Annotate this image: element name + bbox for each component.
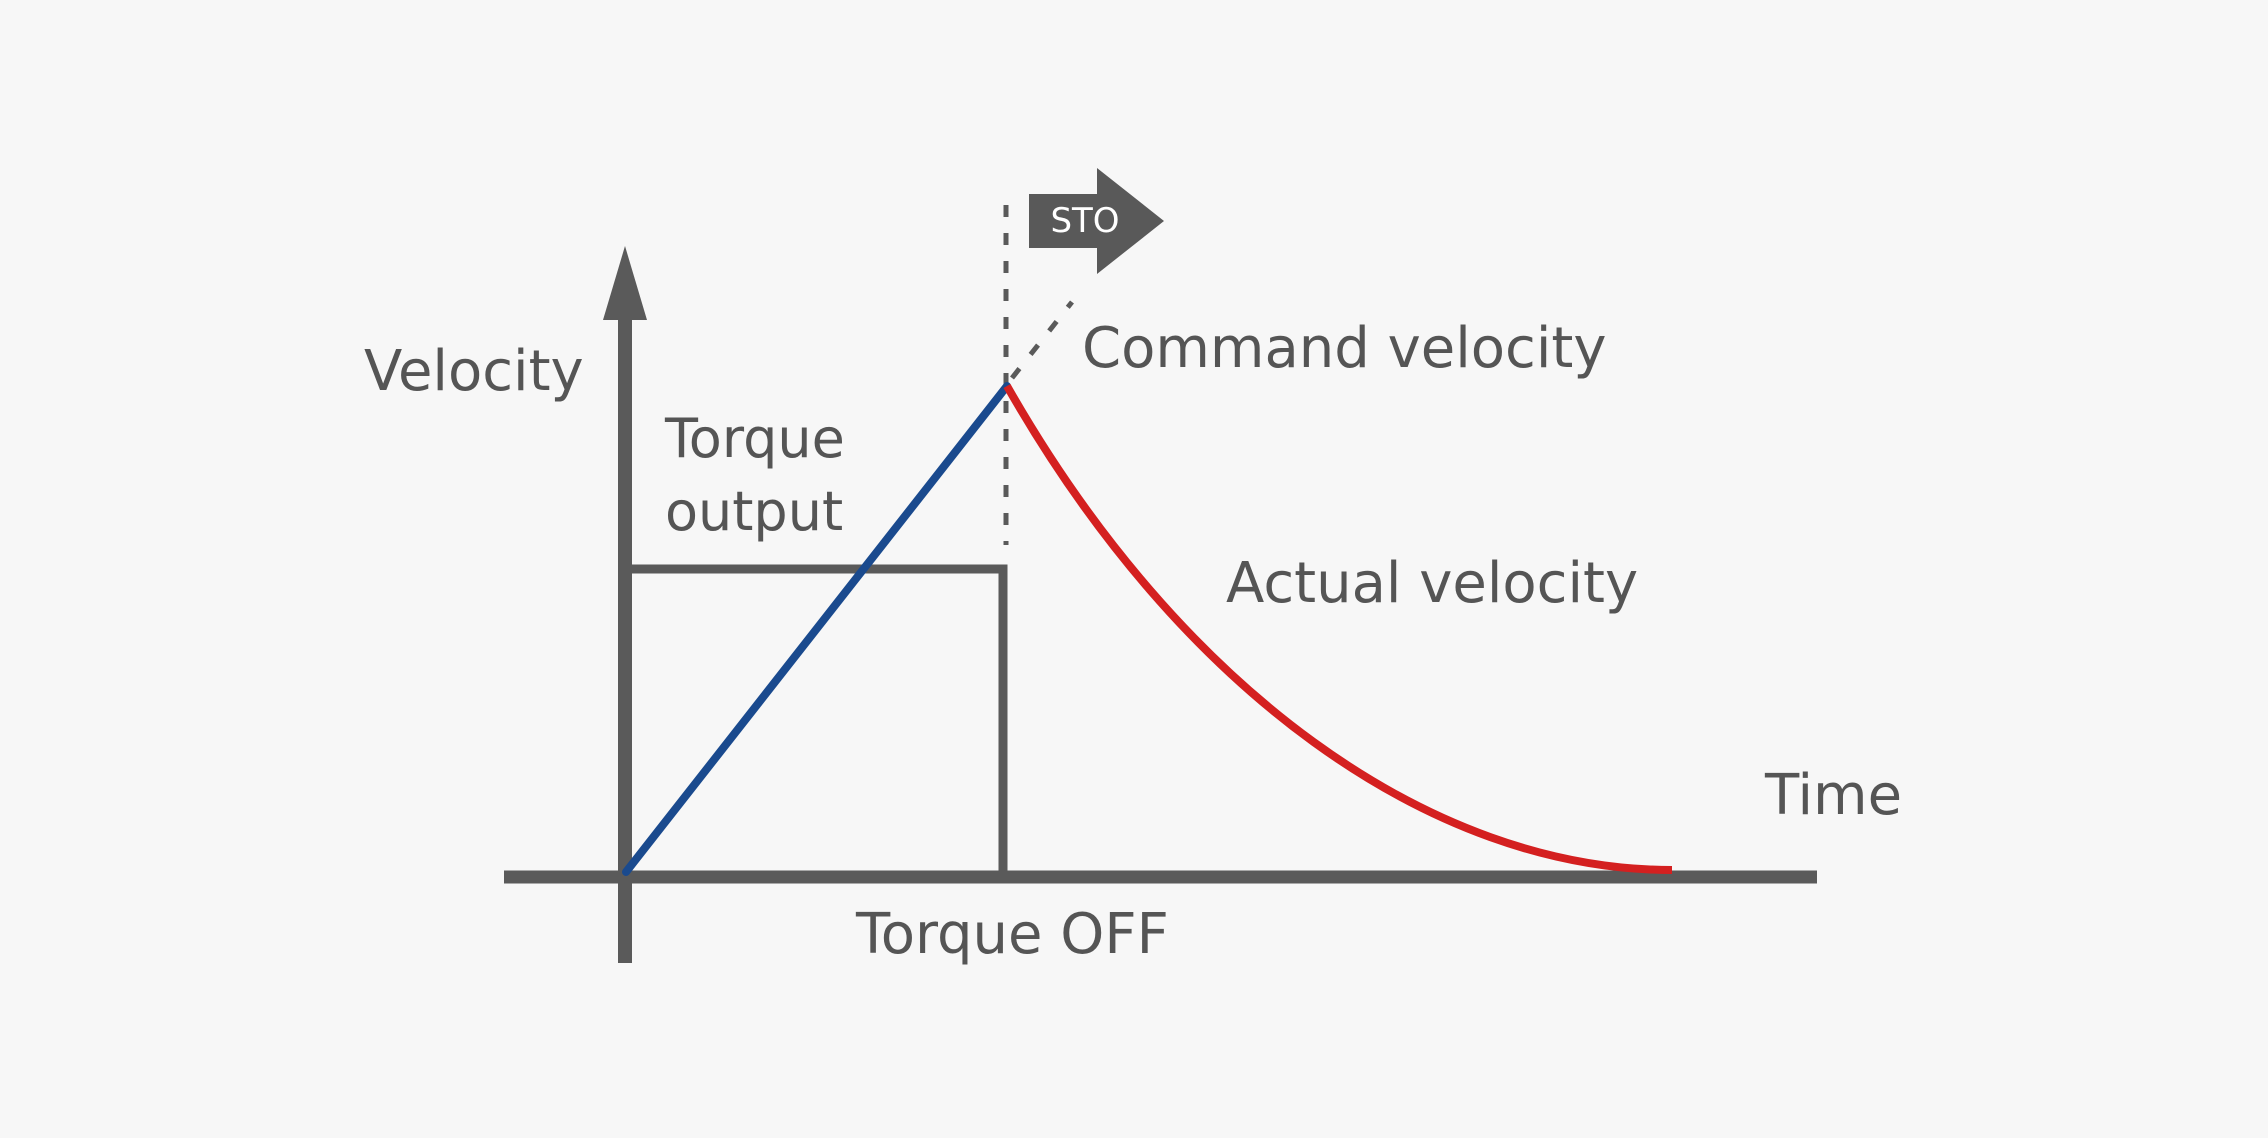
torque-off-label: Torque OFF (855, 902, 1169, 967)
torque-output-line (630, 564, 1008, 873)
up-arrow-icon (603, 246, 647, 320)
sto-label: STO (1050, 201, 1119, 241)
velocity-axis-label: Velocity (364, 339, 584, 404)
torque-output-label-line2: output (665, 480, 843, 543)
time-axis-label: Time (1764, 763, 1902, 828)
command-velocity-label: Command velocity (1082, 316, 1606, 381)
command-velocity-line (622, 382, 1011, 876)
right-arrow-icon (1029, 168, 1164, 274)
command-velocity-dashed (1010, 300, 1074, 380)
actual-velocity-curve (1003, 384, 1673, 874)
actual-velocity-label: Actual velocity (1226, 551, 1638, 616)
torque-output-label-line1: Torque (664, 407, 845, 470)
